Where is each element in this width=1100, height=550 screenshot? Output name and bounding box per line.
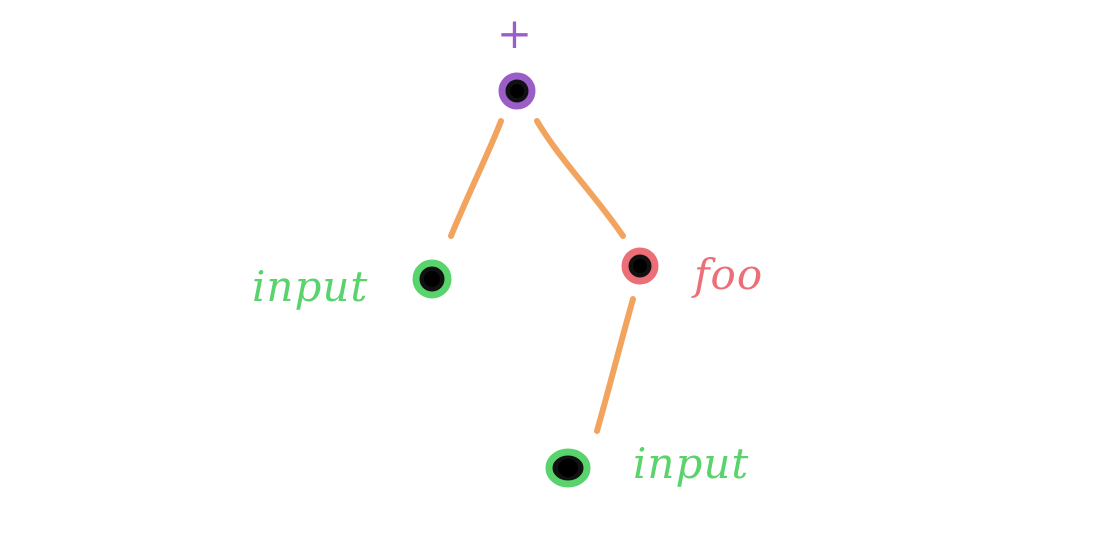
left-input-node <box>412 259 452 299</box>
edge-root-to-left-input <box>448 118 504 239</box>
foo-label: foo <box>691 250 763 299</box>
root-operator-label: + <box>497 9 533 58</box>
bottom-input-node <box>545 448 591 488</box>
bottom-input-node-core-icon <box>558 459 578 477</box>
foo-node-core-icon <box>633 259 647 273</box>
root-node-core-icon <box>510 84 524 98</box>
edge-foo-to-bottom-input <box>594 296 636 434</box>
bottom-input-label: input <box>633 439 749 488</box>
edge-root-to-foo <box>534 118 626 239</box>
left-input-node-core-icon <box>424 271 440 287</box>
foo-node <box>621 247 659 285</box>
root-node <box>498 72 536 110</box>
left-input-label: input <box>252 262 368 311</box>
